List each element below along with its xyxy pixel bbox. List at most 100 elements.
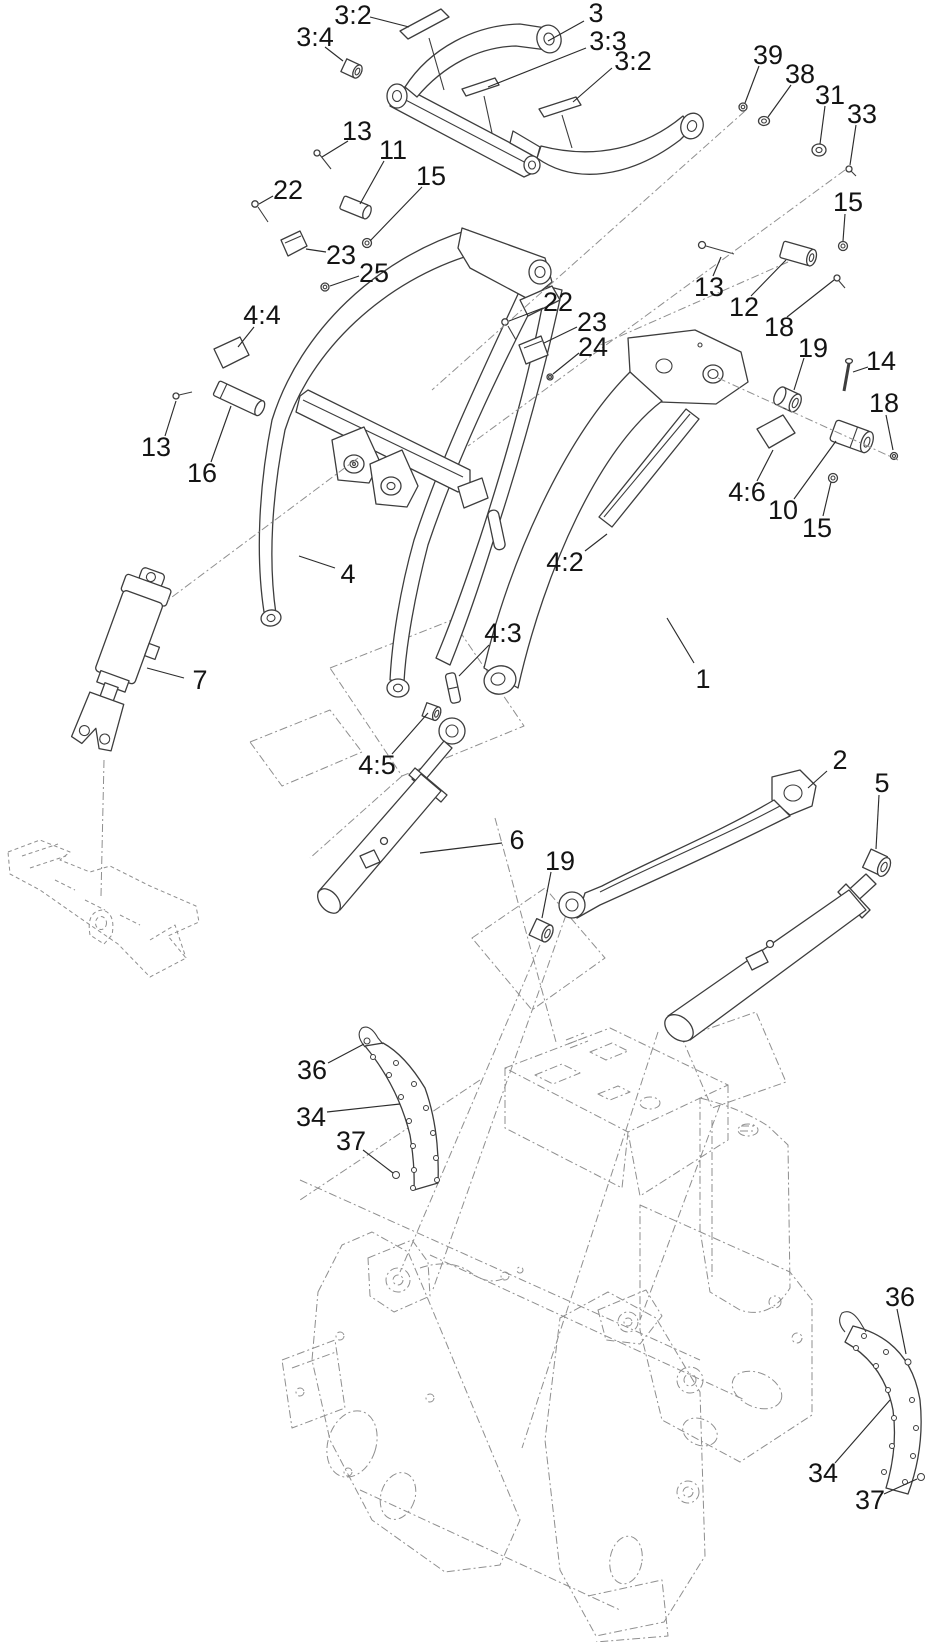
callout-27-18: 18 (869, 388, 899, 418)
bolt-37-right (917, 1473, 925, 1481)
leader-line-20-24 (552, 352, 580, 375)
callout-11-15: 15 (416, 161, 446, 191)
leader-line-34-1 (666, 617, 695, 664)
leader-line-31-4 (298, 555, 336, 569)
callout-31-4: 4 (340, 559, 355, 589)
leader-line-46-37 (883, 1478, 918, 1495)
leader-line-45-34 (834, 1399, 891, 1464)
callout-1-3: 3 (588, 0, 603, 28)
leader-line-12-22 (258, 195, 274, 205)
leader-line-44-36 (896, 1308, 907, 1355)
callout-46-37: 37 (855, 1485, 885, 1515)
leader-line-16-13 (164, 400, 177, 437)
leader-line-29-10 (793, 440, 837, 500)
callout-34-1: 1 (695, 664, 710, 694)
callout-43-37: 37 (336, 1126, 366, 1156)
leader-line-28-4:6 (756, 449, 774, 482)
callout-15-4:4: 4:4 (243, 300, 281, 330)
leader-line-4-3:4 (324, 46, 344, 62)
callout-6-38: 38 (785, 59, 815, 89)
plate-3-2-a (399, 8, 450, 40)
leader-line-22-12 (750, 259, 787, 297)
assembly-axis-lines (100, 110, 899, 897)
callout-18-22: 22 (543, 287, 573, 317)
screw-22-left (251, 200, 269, 223)
leader-line-43-37 (362, 1149, 394, 1174)
callout-14-25: 25 (359, 258, 389, 288)
bolt-36-right (904, 1358, 912, 1366)
screw-18-a (833, 274, 846, 289)
leader-line-26-14 (852, 366, 869, 373)
leader-line-19-23 (543, 326, 578, 344)
callout-40-19: 19 (545, 846, 575, 876)
part-1-lift-arm (483, 329, 749, 695)
callout-25-19: 19 (798, 333, 828, 363)
callout-3-3:2: 3:2 (614, 46, 652, 76)
leader-line-2-3:3 (487, 47, 587, 88)
leader-line-3-3:2 (572, 67, 613, 103)
pin-10 (829, 419, 874, 454)
callout-9-13: 13 (342, 116, 372, 146)
callout-20-24: 24 (578, 332, 608, 362)
leader-line-35-7 (146, 667, 185, 679)
pin-11 (339, 195, 372, 220)
leader-line-41-36 (327, 1043, 365, 1064)
leader-line-27-18 (885, 414, 894, 451)
bolt-36-left (363, 1037, 371, 1045)
phantom-alignment-squares (249, 619, 787, 1449)
callout-2-3:3: 3:3 (589, 26, 627, 56)
callout-28-4:6: 4:6 (728, 477, 766, 507)
callout-10-11: 11 (379, 135, 407, 165)
callout-37-2: 2 (832, 745, 847, 775)
pin-13-left (172, 391, 193, 400)
callout-36-4:5: 4:5 (358, 750, 396, 780)
leader-line-23-18 (786, 279, 835, 318)
leader-line-6-38 (767, 84, 792, 118)
leader-line-30-15 (822, 481, 832, 517)
leader-line-7-31 (819, 105, 826, 145)
plate-4-4 (213, 336, 250, 369)
fender-right (839, 1311, 925, 1495)
pin-12 (779, 240, 818, 267)
callout-29-10: 10 (768, 495, 798, 525)
callout-8-33: 33 (847, 99, 877, 129)
leader-line-24-15 (842, 213, 846, 242)
bolt-37-left (392, 1171, 400, 1179)
leader-line-14-25 (329, 275, 360, 287)
plate-4-6 (756, 414, 796, 449)
callout-7-31: 31 (815, 80, 845, 110)
callout-0-3:2: 3:2 (334, 0, 372, 30)
callout-4-3:4: 3:4 (296, 22, 334, 52)
leader-line-37-2 (807, 770, 828, 789)
leader-line-8-33 (849, 124, 857, 166)
leader-line-11-15 (369, 186, 423, 242)
screw-13-right (697, 240, 735, 255)
leader-line-9-13 (321, 140, 349, 158)
leader-line-33-4:3 (458, 644, 490, 677)
leader-line-0-3:2 (369, 16, 410, 28)
leader-line-21-13 (712, 256, 722, 277)
leader-line-36-4:5 (391, 712, 429, 755)
callout-33-4:3: 4:3 (484, 618, 522, 648)
callout-41-36: 36 (297, 1055, 327, 1085)
callout-30-15: 15 (802, 513, 832, 543)
leader-line-17-16 (210, 405, 232, 463)
bushing-24 (546, 373, 554, 381)
callout-32-4:2: 4:2 (546, 547, 584, 577)
callout-23-18: 18 (764, 312, 794, 342)
bushing-3-4 (340, 58, 363, 79)
fender-left (358, 1026, 440, 1191)
leader-line-38-5 (875, 794, 880, 850)
callout-19-23: 23 (577, 307, 607, 337)
nut-15-top (361, 237, 373, 249)
part-3-hitch-yoke (340, 8, 704, 178)
callout-35-7: 7 (192, 665, 207, 695)
plate-3-3 (461, 77, 500, 97)
nut-15-b (837, 240, 849, 252)
leader-line-32-4:2 (584, 533, 608, 552)
callout-45-34: 34 (808, 1458, 838, 1488)
callout-21-13: 13 (694, 272, 724, 302)
callout-16-13: 13 (141, 432, 171, 462)
leader-line-13-23 (305, 248, 327, 253)
